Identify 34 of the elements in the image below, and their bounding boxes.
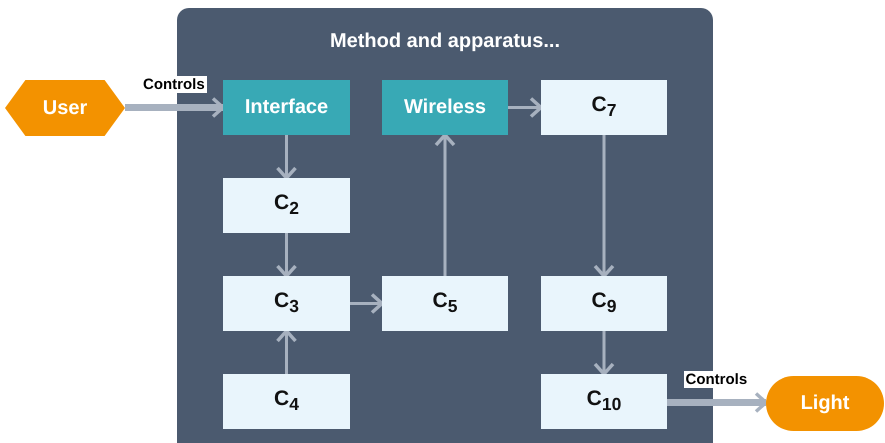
node-label: Light — [800, 392, 850, 415]
process-box — [223, 178, 350, 233]
hexagon-node — [5, 80, 125, 136]
process-box — [382, 276, 508, 331]
node-label: Wireless — [404, 96, 486, 119]
process-box — [541, 374, 667, 429]
node-label: C$_{2}$ — [274, 191, 299, 220]
node-label: C$_{3}$ — [274, 289, 299, 318]
node-label: C$_{4}$ — [274, 387, 299, 416]
process-box — [541, 80, 667, 135]
process-box — [541, 276, 667, 331]
arrow — [276, 233, 298, 278]
process-box — [223, 276, 350, 331]
node-label: C$_{9}$ — [592, 289, 616, 318]
arrow — [276, 329, 298, 374]
arrow — [593, 135, 615, 278]
arrow — [667, 392, 768, 414]
arrow — [350, 292, 384, 314]
panel-title: Method and apparatus... — [330, 30, 560, 53]
arrow — [593, 331, 615, 376]
node-label: User — [42, 96, 88, 120]
edge-label: Controls — [141, 76, 207, 92]
process-box — [223, 80, 350, 135]
arrow — [434, 133, 456, 276]
node-label: C$_{5}$ — [432, 289, 458, 318]
process-box — [382, 80, 508, 135]
process-box — [223, 374, 350, 429]
node-label: C$_{7}$ — [592, 93, 616, 122]
arrow — [508, 96, 543, 118]
arrow — [125, 96, 225, 118]
node-label: C$_{10}$ — [586, 387, 622, 416]
edge-label: Controls — [684, 370, 750, 388]
node-label: Interface — [244, 96, 328, 119]
arrow — [276, 135, 298, 180]
